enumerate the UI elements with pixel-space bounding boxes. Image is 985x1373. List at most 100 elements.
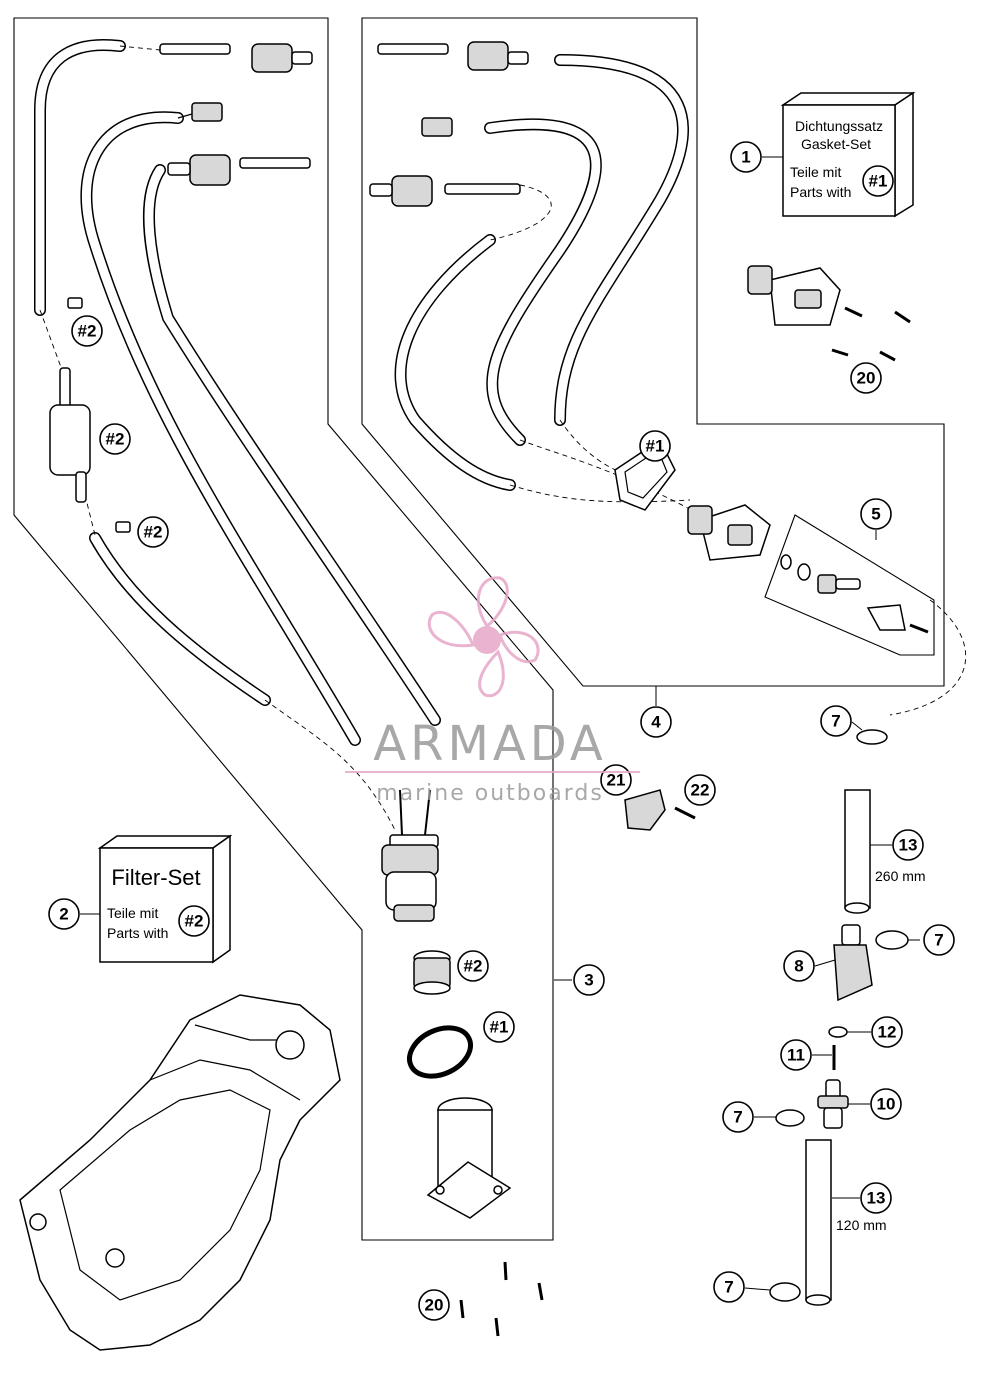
callout-2: 2 [48, 898, 80, 930]
pump-housing [426, 1097, 512, 1219]
temperature-sensor [817, 574, 861, 594]
gasket-box-line4: Parts with [790, 184, 851, 200]
callout-hash2-sleeve: #2 [137, 516, 169, 548]
dimension-120mm: 120 mm [836, 1217, 887, 1233]
filter-set-box: Filter-Set Teile mit Parts with [97, 834, 233, 964]
svg-text:#2: #2 [106, 430, 125, 449]
fuel-hose-260mm [844, 789, 871, 914]
callout-hash2-filter: #2 [99, 423, 131, 455]
callout-22: 22 [684, 774, 716, 806]
screw-set-top [831, 306, 911, 362]
svg-text:4: 4 [651, 713, 661, 732]
hose-clamp-1 [856, 729, 888, 745]
inline-fuel-filter [49, 367, 91, 503]
armada-watermark: ARMADA marine outboards [345, 576, 640, 806]
callout-hash1-flange: #1 [639, 430, 671, 462]
svg-text:21: 21 [607, 771, 626, 790]
svg-text:#1: #1 [646, 437, 665, 456]
dash-right-1 [489, 184, 552, 241]
dash-left-1 [264, 699, 396, 831]
callout-11: 11 [780, 1039, 812, 1071]
svg-text:5: 5 [871, 505, 880, 524]
pump-o-ring [407, 1025, 473, 1079]
svg-text:8: 8 [794, 957, 803, 976]
dash-right-3 [509, 484, 691, 503]
hose-clamp-2 [875, 930, 909, 950]
hose-right-top [554, 54, 689, 426]
gasket-set-box: Dichtungssatz Gasket-Set Teile mit Parts… [780, 91, 916, 218]
dash-right-4 [519, 439, 711, 521]
svg-text:2: 2 [59, 905, 68, 924]
callout-hash1-oring: #1 [483, 1011, 515, 1043]
callout-13-top: 13 [892, 829, 924, 861]
callout-8: 8 [783, 950, 815, 982]
svg-text:3: 3 [584, 971, 593, 990]
clamp-bracket [624, 789, 666, 831]
svg-text:20: 20 [857, 369, 876, 388]
dash-left-2 [39, 309, 63, 371]
callout-10: 10 [870, 1088, 902, 1120]
svg-text:#2: #2 [78, 322, 97, 341]
svg-text:11: 11 [787, 1046, 805, 1065]
angled-fitting [833, 924, 873, 1002]
svg-text:#1: #1 [490, 1018, 509, 1037]
connector-plug-left [177, 102, 223, 122]
svg-text:13: 13 [867, 1189, 886, 1208]
hose-left-outer [34, 39, 126, 316]
frame-assembly-4 [361, 17, 945, 687]
svg-text:7: 7 [831, 712, 840, 731]
screw-set-bottom [459, 1261, 544, 1337]
filter-box-title: Filter-Set [111, 865, 200, 890]
watermark-tagline: marine outboards [376, 781, 604, 806]
gasket-box-line1: Dichtungssatz [795, 118, 883, 134]
pump-flange-connector [687, 504, 771, 561]
callout-13-bottom: 13 [860, 1182, 892, 1214]
filter-box-line1: Teile mit [107, 905, 158, 921]
screw-bracket [674, 806, 696, 820]
watermark-brand: ARMADA [373, 716, 606, 772]
callout-4: 4 [640, 706, 672, 738]
callout-hash2-box: #2 [178, 905, 210, 937]
svg-text:12: 12 [878, 1023, 897, 1042]
callout-hash2-top: #2 [71, 315, 103, 347]
callout-7-top: 7 [820, 705, 852, 737]
svg-text:7: 7 [724, 1278, 733, 1297]
fuel-tank-illustration [19, 994, 341, 1351]
washer [828, 1026, 848, 1038]
callout-1: 1 [730, 141, 762, 173]
check-valve [817, 1079, 849, 1129]
callout-7-bottom: 7 [713, 1271, 745, 1303]
quick-connector-left-top [159, 43, 313, 73]
flange-connector-spare [747, 265, 841, 326]
quick-connector-right-mid [369, 175, 521, 207]
svg-text:22: 22 [691, 781, 710, 800]
svg-text:#1: #1 [869, 172, 888, 191]
filter-sleeve-a [67, 297, 83, 309]
dash-left-4 [119, 45, 161, 51]
callout-3: 3 [573, 964, 605, 996]
hose-right-inner [394, 234, 516, 491]
svg-text:20: 20 [425, 1296, 444, 1315]
hose-left-inner [142, 164, 441, 726]
hose-left-middle [80, 111, 361, 746]
callout-12: 12 [871, 1016, 903, 1048]
propeller-logo [427, 576, 540, 698]
leader-lines [80, 156, 920, 1291]
hose-clamp-4 [769, 1282, 801, 1302]
pump-strainer [413, 950, 451, 995]
fuel-hose-120mm [805, 1139, 832, 1306]
retaining-clip [866, 604, 906, 631]
callout-5: 5 [860, 498, 892, 530]
screw-small-sensor [909, 623, 929, 634]
frame-assembly-5 [764, 514, 935, 656]
hose-left-lower [89, 532, 271, 706]
seal-ring-small-a [780, 554, 792, 570]
hose-clamp-3 [775, 1109, 805, 1127]
dash-left-3 [84, 494, 96, 536]
svg-text:#2: #2 [144, 523, 163, 542]
callout-20-top: 20 [850, 362, 882, 394]
callout-hash1-box: #1 [862, 165, 894, 197]
svg-text:13: 13 [899, 836, 918, 855]
seal-ring-small-b [797, 563, 811, 581]
